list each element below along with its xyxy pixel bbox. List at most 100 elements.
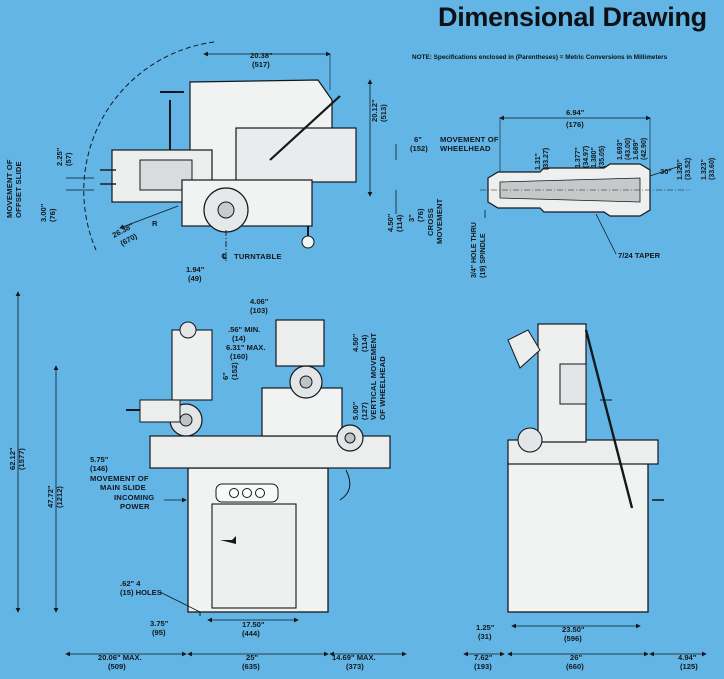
d5-mm: (42.90) xyxy=(641,138,648,160)
spindle-length: 6.94" xyxy=(566,108,585,117)
dim-1469-mm: (373) xyxy=(346,662,364,671)
wheelhead-movement-2: WHEELHEAD xyxy=(440,144,491,153)
cabinet-door xyxy=(211,503,297,609)
turntable-arc xyxy=(83,41,215,251)
cross-movement-1: CROSS xyxy=(426,208,435,236)
dim-194-mm: (49) xyxy=(188,274,202,283)
dim-450: 4.50" xyxy=(351,333,360,352)
hole-thru-2: (19) SPINDLE xyxy=(480,233,487,278)
dim-offset1-mm: (57) xyxy=(64,152,73,166)
dim-1469: 14.69" MAX. xyxy=(332,653,376,662)
wheelhead-movement-1: MOVEMENT OF xyxy=(440,135,499,144)
side-view: 1.25" (31) 23.50" (596) 7.62" (193) 26" … xyxy=(463,323,707,671)
dim-cross-mm: (114) xyxy=(395,214,404,232)
dim-125: 1.25" xyxy=(476,623,495,632)
dim-cross2-mm: (76) xyxy=(416,208,425,222)
spindle-length-mm: (176) xyxy=(566,120,584,129)
dim-1750-mm: (444) xyxy=(242,629,260,638)
dim-26-mm: (660) xyxy=(566,662,584,671)
dim-4772-mm: (1212) xyxy=(55,486,64,508)
centerline-mark: ℄ xyxy=(221,252,228,261)
dim-125-mm: (31) xyxy=(478,632,492,641)
dim-height: 20.12" xyxy=(370,99,379,122)
d7-mm: (33.60) xyxy=(709,158,716,180)
d1-mm: (33.27) xyxy=(543,148,550,170)
dim-494-mm: (125) xyxy=(680,662,698,671)
d6-mm: (33.52) xyxy=(685,158,692,180)
front-view: 62.12" (1577) 47.72" (1212) 1.94" (49) 4… xyxy=(8,265,407,671)
d4-mm: (43.00) xyxy=(625,138,632,160)
dim-56-mm: (14) xyxy=(232,334,246,343)
dim-offset2-mm: (76) xyxy=(48,208,57,222)
dim-375: 3.75" xyxy=(150,619,169,628)
dim-offset1: 2.25" xyxy=(55,147,64,166)
dim-6212: 62.12" xyxy=(8,447,17,470)
vert-movement-1: VERTICAL MOVEMENT xyxy=(369,333,378,420)
d6: 1.320" xyxy=(677,159,684,180)
d4: 1.693" xyxy=(617,139,624,160)
holes-1: .62" 4 xyxy=(120,579,141,588)
dim-762-mm: (193) xyxy=(474,662,492,671)
offset-slide-1: MOVEMENT OF xyxy=(5,159,14,218)
d2-mm: (34.97) xyxy=(583,146,590,168)
power-1: INCOMING xyxy=(114,493,154,502)
dim-26: 26" xyxy=(570,653,582,662)
d3: 1.380" xyxy=(591,147,598,168)
dim-2350-mm: (596) xyxy=(564,634,582,643)
dim-offset2: 3.00" xyxy=(39,203,48,222)
dim-25-mm: (635) xyxy=(242,662,260,671)
dim-6212-mm: (1577) xyxy=(17,448,26,470)
motor-cover xyxy=(235,127,357,183)
dim-406-mm: (103) xyxy=(250,306,268,315)
dim-375-mm: (95) xyxy=(152,628,166,637)
side-cabinet xyxy=(507,461,649,613)
coolant-pipe xyxy=(269,95,341,161)
dim-406: 4.06" xyxy=(250,297,269,306)
dim-194: 1.94" xyxy=(186,265,205,274)
offset-slide-2: OFFSET SLIDE xyxy=(14,161,23,218)
turntable-label: TURNTABLE xyxy=(234,252,282,261)
dim-631-mm: (160) xyxy=(230,352,248,361)
page-title: Dimensional Drawing xyxy=(438,2,707,32)
d7: 1.323" xyxy=(701,159,708,180)
dim-height-mm: (513) xyxy=(379,104,388,122)
dim-4772: 47.72" xyxy=(46,485,55,508)
holes-2: (15) HOLES xyxy=(120,588,162,597)
hole-thru-1: 3/4" HOLE THRU xyxy=(471,222,478,278)
dim-wheelhead-mm: (152) xyxy=(410,144,428,153)
top-view: 20.38" (517) 20.12" (513) 6" (152) MOVEM… xyxy=(5,41,499,262)
cross-movement-2: MOVEMENT xyxy=(435,198,444,244)
dim-cross: 4.50" xyxy=(386,213,395,232)
dim-2006: 20.06" MAX. xyxy=(98,653,142,662)
main-slide-2: MAIN SLIDE xyxy=(100,483,146,492)
dim-width: 20.38" xyxy=(250,51,273,60)
dim-wheelhead: 6" xyxy=(414,135,422,144)
dim-450-mm: (114) xyxy=(360,334,369,352)
dim-631: 6.31" MAX. xyxy=(226,343,265,352)
dim-56: .56" MIN. xyxy=(228,325,260,334)
main-slide-1: MOVEMENT OF xyxy=(90,474,149,483)
spindle-view: 6.94" (176) 30° 1.31" (33.27) 1.377" (34… xyxy=(471,108,716,278)
power-2: POWER xyxy=(120,502,150,511)
d2: 1.377" xyxy=(575,147,582,168)
radius-r: R xyxy=(152,219,158,228)
dim-6: 6" xyxy=(221,372,230,380)
dim-cross2: 3" xyxy=(407,214,416,222)
dim-575: 5.75" xyxy=(90,455,109,464)
d5: 1.689" xyxy=(633,139,640,160)
wheelhead-box xyxy=(275,319,325,367)
taper-angle: 30° xyxy=(660,167,671,176)
dim-2350: 23.50" xyxy=(562,625,585,634)
dim-2006-mm: (509) xyxy=(108,662,126,671)
dim-575-mm: (146) xyxy=(90,464,108,473)
dim-494: 4.94" xyxy=(678,653,697,662)
dim-762: 7.62" xyxy=(474,653,493,662)
dim-25: 25" xyxy=(246,653,258,662)
dim-1750: 17.50" xyxy=(242,620,265,629)
vert-movement-2: OF WHEELHEAD xyxy=(378,356,387,420)
dim-width-mm: (517) xyxy=(252,60,270,69)
dim-6-mm: (152) xyxy=(230,362,239,380)
metric-note: NOTE: Specifications enclosed in (Parent… xyxy=(412,54,668,61)
dim-500-mm: (127) xyxy=(360,402,369,420)
